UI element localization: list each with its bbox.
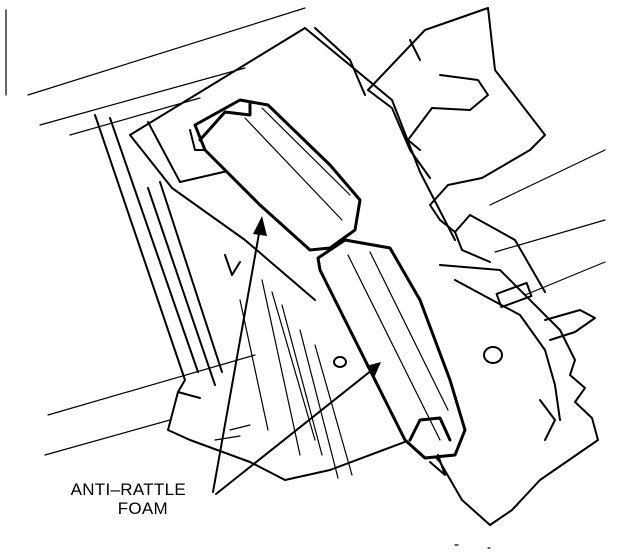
lower-foam-pad bbox=[316, 238, 467, 476]
stray-marks bbox=[454, 544, 491, 549]
lower-rail-bracket bbox=[333, 264, 599, 526]
callout-label-line2: FOAM bbox=[117, 499, 168, 518]
slot-hole bbox=[495, 281, 533, 309]
small-hole bbox=[333, 356, 347, 368]
callout-label-line1: ANTI–RATTLE bbox=[70, 480, 186, 499]
background-panel-lines bbox=[27, 7, 606, 456]
hatch-lines bbox=[239, 279, 353, 479]
mounting-bracket bbox=[94, 27, 456, 481]
retainer-clip bbox=[367, 7, 546, 293]
bolt-hole bbox=[483, 346, 503, 364]
callout-leaders bbox=[212, 216, 381, 495]
upper-foam-pad bbox=[189, 98, 362, 252]
